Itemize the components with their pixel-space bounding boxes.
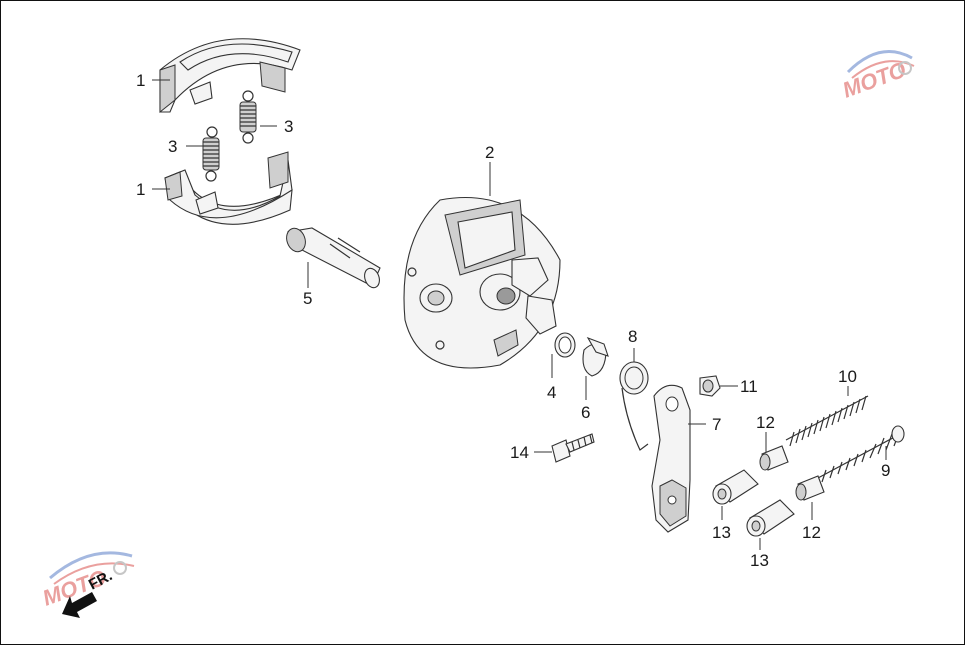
callout-13-left: 13	[712, 523, 731, 542]
callout-10: 10	[838, 367, 857, 386]
callout-6: 6	[581, 403, 590, 422]
callout-14: 14	[510, 443, 529, 462]
watermark-logo-top-right: MOTO	[839, 50, 915, 103]
arm-return-spring	[619, 361, 649, 451]
return-spring-lower	[202, 126, 220, 182]
callout-7: 7	[712, 415, 721, 434]
pin-12-lower	[795, 475, 825, 501]
callout-1-lower: 1	[136, 180, 145, 199]
brake-shoe-lower	[164, 151, 293, 225]
callout-2: 2	[485, 143, 494, 162]
nut-small	[699, 375, 721, 397]
brake-shoe-upper	[159, 38, 301, 114]
callout-8: 8	[628, 327, 637, 346]
flange-bolt	[551, 433, 595, 463]
callout-13-right: 13	[750, 551, 769, 570]
brake-arm	[651, 384, 691, 533]
callout-11: 11	[740, 377, 758, 396]
compression-spring-10	[785, 395, 869, 447]
callout-1-upper: 1	[136, 71, 145, 90]
pin-12-upper	[759, 445, 789, 471]
adjuster-nut-13-upper	[712, 469, 759, 505]
return-spring-upper	[239, 90, 257, 144]
callout-4: 4	[547, 383, 556, 402]
compression-spring-9	[817, 425, 905, 483]
callout-3-upper: 3	[284, 117, 293, 136]
callout-5: 5	[303, 289, 312, 308]
brake-cam-shaft	[286, 227, 381, 289]
front-arrow-icon	[62, 592, 97, 618]
callout-3-lower: 3	[168, 137, 177, 156]
callout-12-upper: 12	[756, 413, 775, 432]
brake-panel	[403, 196, 561, 369]
callout-labels: 1 1 2 3 3 4 5 6 7 8 9 10 11 12 12 13 13 …	[136, 71, 890, 570]
leader-lines	[152, 79, 887, 550]
wear-indicator-plate	[582, 336, 609, 377]
callout-9: 9	[881, 461, 890, 480]
washer	[554, 332, 576, 358]
adjuster-nut-13-lower	[746, 499, 795, 537]
callout-12-lower: 12	[802, 523, 821, 542]
